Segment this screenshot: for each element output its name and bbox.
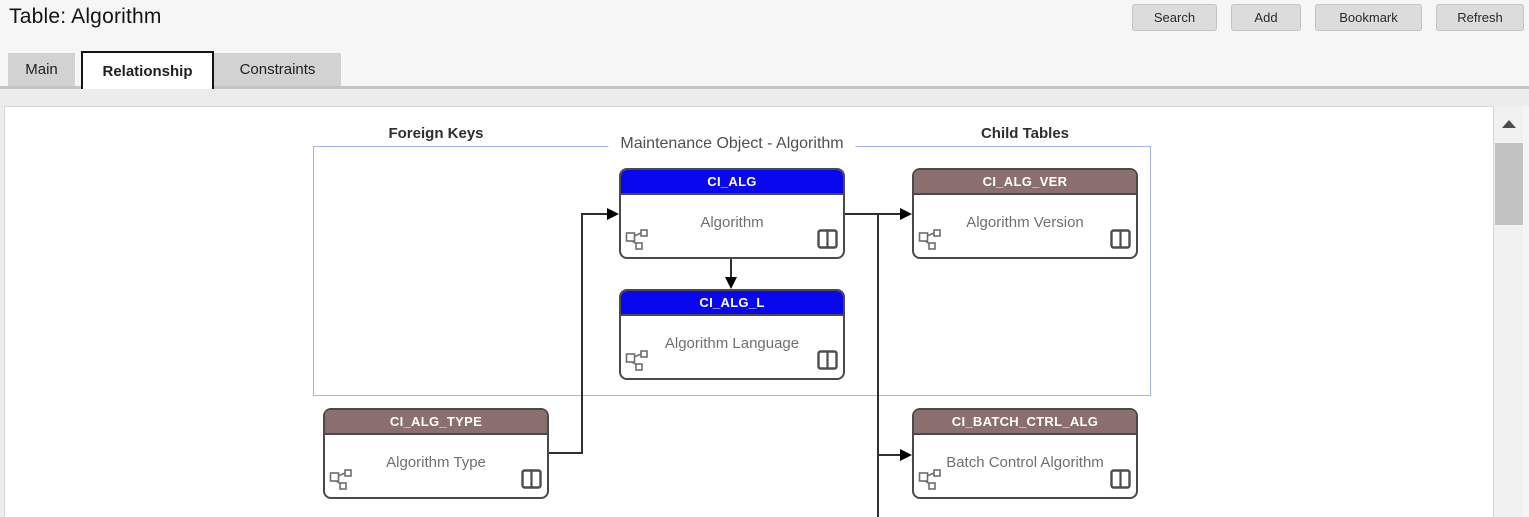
bookmark-button[interactable]: Bookmark (1315, 4, 1422, 31)
connector-alg-type-vertical (581, 213, 583, 454)
foreign-keys-label: Foreign Keys (388, 125, 484, 142)
refresh-button[interactable]: Refresh (1436, 4, 1524, 31)
entity-ci-alg-ver-name: Algorithm Version (966, 213, 1084, 231)
add-button[interactable]: Add (1231, 4, 1301, 31)
tab-strip-divider (0, 86, 1529, 89)
scrollbar-thumb[interactable] (1495, 143, 1523, 225)
diagram-canvas: Foreign Keys Child Tables Maintenance Ob… (4, 106, 1494, 517)
relationships-icon (625, 350, 648, 376)
connector-to-batch-ctrl-alg (878, 454, 900, 456)
tab-constraints[interactable]: Constraints (214, 53, 341, 86)
triangle-up-icon (1502, 120, 1516, 128)
tab-main[interactable]: Main (8, 53, 75, 86)
connector-alg-to-alg-ver (845, 213, 901, 215)
right-gutter (1523, 106, 1529, 517)
entity-ci-batch-ctrl-alg[interactable]: CI_BATCH_CTRL_ALG Batch Control Algorith… (912, 408, 1138, 499)
entity-ci-alg-l-name: Algorithm Language (664, 334, 800, 352)
entity-ci-batch-ctrl-alg-code: CI_BATCH_CTRL_ALG (914, 410, 1136, 435)
relationships-icon (918, 229, 941, 255)
search-button[interactable]: Search (1132, 4, 1217, 31)
columns-icon (817, 229, 838, 254)
entity-ci-alg-type[interactable]: CI_ALG_TYPE Algorithm Type (323, 408, 549, 499)
arrowhead-into-ci-alg-ver-icon (900, 208, 912, 220)
connector-alg-type-exit (549, 452, 583, 454)
relationships-icon (329, 469, 352, 495)
child-tables-label: Child Tables (980, 125, 1070, 142)
entity-ci-alg-type-name: Algorithm Type (386, 453, 486, 471)
columns-icon (521, 469, 542, 494)
entity-ci-alg-name: Algorithm (700, 213, 764, 231)
entity-ci-alg-code: CI_ALG (621, 170, 843, 195)
maintenance-object-group: Maintenance Object - Algorithm (313, 135, 1151, 396)
columns-icon (1110, 469, 1131, 494)
vertical-scrollbar[interactable] (1495, 106, 1523, 517)
relationships-icon (625, 229, 648, 255)
connector-branch-vertical (877, 214, 879, 517)
arrowhead-into-ci-batch-ctrl-alg-icon (900, 449, 912, 461)
entity-ci-alg-l-code: CI_ALG_L (621, 291, 843, 316)
connector-alg-type-to-alg (581, 213, 607, 215)
columns-icon (1110, 229, 1131, 254)
entity-ci-batch-ctrl-alg-name: Batch Control Algorithm (946, 453, 1104, 471)
toolbar: Search Add Bookmark Refresh (1132, 4, 1524, 31)
entity-ci-alg-type-code: CI_ALG_TYPE (325, 410, 547, 435)
entity-ci-alg-ver[interactable]: CI_ALG_VER Algorithm Version (912, 168, 1138, 259)
arrowhead-into-ci-alg-l-icon (725, 277, 737, 289)
tab-relationship[interactable]: Relationship (81, 51, 214, 89)
top-bar: Table: Algorithm Search Add Bookmark Ref… (0, 0, 1529, 52)
entity-ci-alg-ver-code: CI_ALG_VER (914, 170, 1136, 195)
page-title: Table: Algorithm (9, 5, 162, 28)
maintenance-object-group-label: Maintenance Object - Algorithm (608, 135, 856, 153)
relationships-icon (918, 469, 941, 495)
entity-ci-alg-l[interactable]: CI_ALG_L Algorithm Language (619, 289, 845, 380)
columns-icon (817, 350, 838, 375)
connector-alg-to-alg-l (730, 259, 732, 277)
scroll-up-button[interactable] (1495, 106, 1523, 142)
entity-ci-alg[interactable]: CI_ALG Algorithm (619, 168, 845, 259)
arrowhead-into-ci-alg-icon (607, 208, 619, 220)
